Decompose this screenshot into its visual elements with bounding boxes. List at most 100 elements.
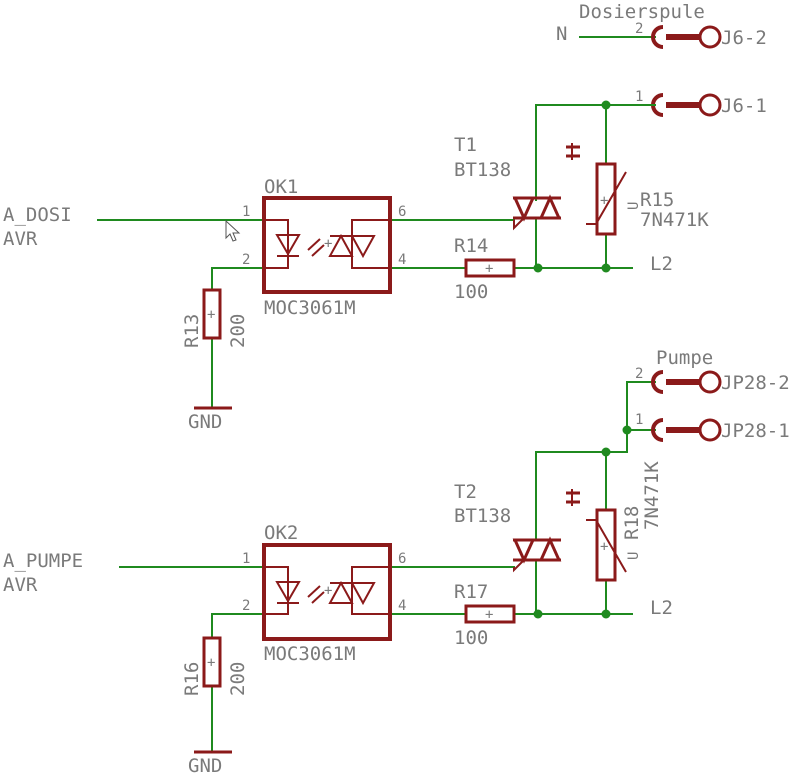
triac-diode-1 [512,538,536,564]
resistor-body [464,258,516,278]
resistor-r17[interactable]: R17 + 100 [454,581,516,649]
label-l2: L2 [650,253,673,275]
resistor-r16[interactable]: + R16 200 [181,636,249,696]
label-r18-name: R18 [621,506,643,540]
ground-symbol-1: GND [188,406,232,433]
label-varistor-u: U [626,552,642,560]
optocoupler-body [262,543,392,641]
triac-driver-symbol [328,580,354,604]
label-a-dosi: A_DOSI [3,204,72,226]
label-r14-value: 100 [454,281,488,303]
plus-mark: + [207,307,215,323]
resistor-body [202,288,222,340]
wire-ok2-pin2 [211,613,265,639]
junction-node [533,609,543,619]
pin-j6-1: 1 [635,89,643,105]
label-r16-name: R16 [181,662,203,696]
resistor-r14[interactable]: R14 + 100 [454,235,516,303]
led-symbol [275,581,301,603]
plus-mark: + [485,261,493,277]
varistor-r18[interactable]: + U R18 7N471K [566,461,663,582]
label-ok1-value: MOC3061M [264,297,356,319]
wire-ok1-pin2 [211,267,265,291]
pin-ok1-2: 2 [242,252,250,268]
pin-ok2-6: 6 [398,551,406,567]
label-gnd: GND [188,755,222,777]
triac-gate [513,559,525,573]
connector-pad-j6-1 [698,93,722,117]
varistor-r15[interactable]: + U R15 7N471K [566,143,709,236]
junction-node [533,263,543,273]
wire-mt2-to-j6-1 [535,104,656,201]
mouse-cursor-icon [225,219,241,242]
optocoupler-ok2[interactable]: OK2 1 2 6 4 + MOC3061M [242,522,406,665]
label-r13-name: R13 [181,314,203,348]
label-t2-value: BT138 [454,505,511,527]
label-j6-1: J6-1 [721,95,767,117]
pin-jp28-1: 1 [635,412,643,428]
pin-ok2-2: 2 [242,598,250,614]
label-ok2-name: OK2 [264,522,298,544]
light-arrow [307,238,321,251]
label-r16-value: 200 [227,662,249,696]
junction-node [622,425,632,435]
label-jp28-2: JP28-2 [721,372,790,394]
triac-driver-wire [351,219,390,269]
plus-mark: + [485,607,493,623]
light-arrow [307,585,321,598]
label-l2: L2 [650,597,673,619]
triac-t1[interactable]: T1 BT138 [454,134,562,231]
connector-cup-jp28-1 [651,418,664,442]
optocoupler-ok1[interactable]: OK1 1 2 6 4 + MOC3061M [242,176,406,319]
label-j6-2: J6-2 [721,27,767,49]
light-arrow [311,244,325,257]
triac-diode-2 [538,536,562,562]
led-symbol [275,234,301,256]
triac-diode-1 [512,196,536,222]
resistor-r13[interactable]: + R13 200 [181,288,249,348]
pin-jp28-2: 2 [635,366,643,382]
lightning-icon [566,489,580,506]
connector-cup-jp28-2 [651,370,664,394]
wires-top [97,100,656,409]
varistor-slash [586,519,627,573]
triac-driver-symbol [350,235,376,259]
label-avr: AVR [3,228,38,250]
led-wire [264,566,289,615]
pin-ok2-4: 4 [398,598,406,614]
triac-driver-symbol [328,233,354,257]
pin-ok1-4: 4 [398,252,406,268]
pin-ok1-6: 6 [398,204,406,220]
label-ok2-value: MOC3061M [264,643,356,665]
label-a-pumpe: A_PUMPE [3,550,83,572]
light-arrow [311,591,325,604]
plus-mark: + [324,236,332,252]
label-dosierspule: Dosierspule [579,1,705,23]
label-r13-value: 200 [227,314,249,348]
label-r15-name: R15 [640,189,674,211]
connector-pad-j6-2 [698,25,722,49]
label-jp28-1: JP28-1 [721,420,790,442]
pin-ok1-1: 1 [242,204,250,220]
plus-mark: + [600,193,608,209]
resistor-body [202,636,222,688]
connector-j6[interactable]: Dosierspule N 2 J6-2 1 J6-1 [556,1,767,117]
label-t2-name: T2 [454,481,477,503]
label-varistor-u: U [626,202,642,210]
ground-symbol-2: GND [188,750,232,777]
bottom-circuit: Pumpe 2 JP28-2 1 JP28-1 [3,347,790,777]
junction-node [601,263,611,273]
plus-mark: + [207,655,215,671]
triac-t2[interactable]: T2 BT138 [454,481,562,573]
varistor-body [595,162,617,236]
pin-j6-2: 2 [635,21,643,37]
label-r14-name: R14 [454,235,488,257]
triac-diode-2 [538,194,562,220]
wire-mt2-to-jp28-1 [535,429,628,541]
plus-mark: + [324,583,332,599]
connector-pad-jp28-2 [698,370,722,394]
connector-jp28[interactable]: Pumpe 2 JP28-2 1 JP28-1 [626,347,790,442]
varistor-slash [586,171,627,225]
junction-node [601,447,611,457]
